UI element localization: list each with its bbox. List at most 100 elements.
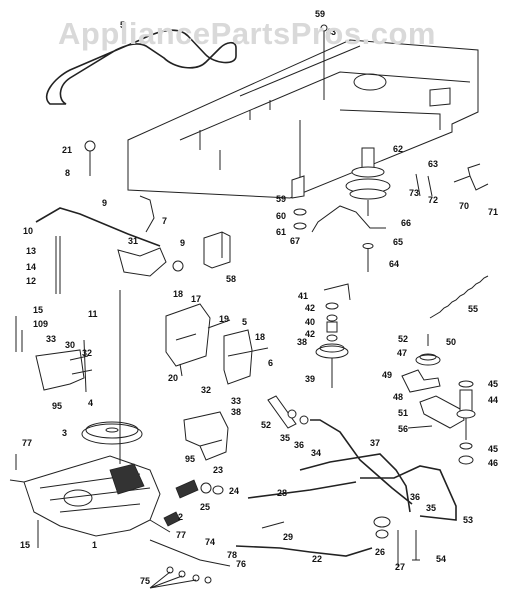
callout-75: 75 <box>140 576 150 586</box>
spring-25 <box>175 479 199 499</box>
callout-45: 45 <box>488 444 498 454</box>
callout-52: 52 <box>398 334 408 344</box>
callout-12: 12 <box>26 276 36 286</box>
callout-61: 61 <box>276 227 286 237</box>
callout-52: 52 <box>261 420 271 430</box>
callout-7: 7 <box>162 216 167 226</box>
callout-5: 5 <box>120 20 125 30</box>
callout-33: 33 <box>231 396 241 406</box>
callout-42: 42 <box>305 303 315 313</box>
callout-11: 11 <box>88 309 98 319</box>
callout-58: 58 <box>226 274 236 284</box>
callout-53: 53 <box>463 515 473 525</box>
callout-67: 67 <box>290 236 300 246</box>
pulley-38-42 <box>315 283 351 388</box>
spring-65 <box>429 275 489 319</box>
callout-32: 32 <box>82 348 92 358</box>
bracket-30-33 <box>35 339 93 393</box>
rod-22 <box>235 545 373 557</box>
callout-24: 24 <box>229 486 239 496</box>
rod-53 <box>360 465 457 521</box>
callout-27: 27 <box>395 562 405 572</box>
callout-34: 34 <box>311 448 321 458</box>
callout-37: 37 <box>370 438 380 448</box>
bracket-70 <box>453 163 489 191</box>
drive-belt <box>45 29 237 105</box>
callout-19: 19 <box>219 314 229 324</box>
callout-40: 40 <box>305 317 315 327</box>
callout-59: 59 <box>315 9 325 19</box>
callout-109: 109 <box>33 319 48 329</box>
bracket-5-6 <box>223 329 269 385</box>
callout-55: 55 <box>468 304 478 314</box>
callout-56: 56 <box>398 424 408 434</box>
transaxle-1 <box>9 420 171 537</box>
callout-8: 8 <box>65 168 70 178</box>
callout-73: 73 <box>409 188 419 198</box>
callout-14: 14 <box>26 262 36 272</box>
idler-arm-48 <box>407 380 476 465</box>
callout-3: 3 <box>62 428 67 438</box>
callout-30: 30 <box>65 340 75 350</box>
callout-41: 41 <box>298 291 308 301</box>
fasteners-75-78 <box>149 539 231 589</box>
callout-28: 28 <box>277 488 287 498</box>
callout-95: 95 <box>185 454 195 464</box>
callout-31: 31 <box>128 236 138 246</box>
callout-33: 33 <box>46 334 56 344</box>
callout-36: 36 <box>410 492 420 502</box>
callout-50: 50 <box>446 337 456 347</box>
bracket-17-20 <box>165 303 231 377</box>
shift-lever-assembly <box>35 195 184 294</box>
bracket-32-lower <box>183 411 229 461</box>
callout-9: 9 <box>102 198 107 208</box>
pivot-26 <box>373 516 391 539</box>
callout-39: 39 <box>305 374 315 384</box>
callout-77: 77 <box>176 530 186 540</box>
callout-49: 49 <box>382 370 392 380</box>
callout-5: 5 <box>242 317 247 327</box>
callout-64: 64 <box>389 259 399 269</box>
bolt-29 <box>261 521 285 529</box>
bracket-58 <box>203 231 231 269</box>
callout-25: 25 <box>200 502 210 512</box>
pin-15-109 <box>15 316 23 352</box>
main-frame <box>127 39 479 199</box>
callout-59: 59 <box>276 194 286 204</box>
callout-26: 26 <box>375 547 385 557</box>
callout-2: 2 <box>178 512 183 522</box>
callout-77: 77 <box>22 438 32 448</box>
callout-labels: 5594321862637372707191073159606167666564… <box>20 9 498 586</box>
callout-74: 74 <box>205 537 215 547</box>
callout-6: 6 <box>268 358 273 368</box>
callout-95: 95 <box>52 401 62 411</box>
callout-15: 15 <box>33 305 43 315</box>
callout-60: 60 <box>276 211 286 221</box>
rod-28 <box>247 481 357 499</box>
pulley-stack-62-63 <box>345 147 391 216</box>
pulley-47-bracket-49 <box>401 334 441 393</box>
callout-65: 65 <box>393 237 403 247</box>
callout-43: 43 <box>326 27 336 37</box>
callout-44: 44 <box>488 395 498 405</box>
callout-38: 38 <box>231 407 241 417</box>
brake-rod-34 <box>267 395 413 505</box>
callout-17: 17 <box>191 294 201 304</box>
callout-46: 46 <box>488 458 498 468</box>
pulley-3 <box>81 421 143 445</box>
callout-29: 29 <box>283 532 293 542</box>
callout-20: 20 <box>168 373 178 383</box>
callout-4: 4 <box>88 398 93 408</box>
callout-32: 32 <box>201 385 211 395</box>
callout-13: 13 <box>26 246 36 256</box>
callout-63: 63 <box>428 159 438 169</box>
callout-35: 35 <box>280 433 290 443</box>
callout-22: 22 <box>312 554 322 564</box>
callout-71: 71 <box>488 207 498 217</box>
watermark: AppliancePartsPros.com <box>58 16 436 51</box>
callout-72: 72 <box>428 195 438 205</box>
callout-1: 1 <box>92 540 97 550</box>
callout-76: 76 <box>236 559 246 569</box>
